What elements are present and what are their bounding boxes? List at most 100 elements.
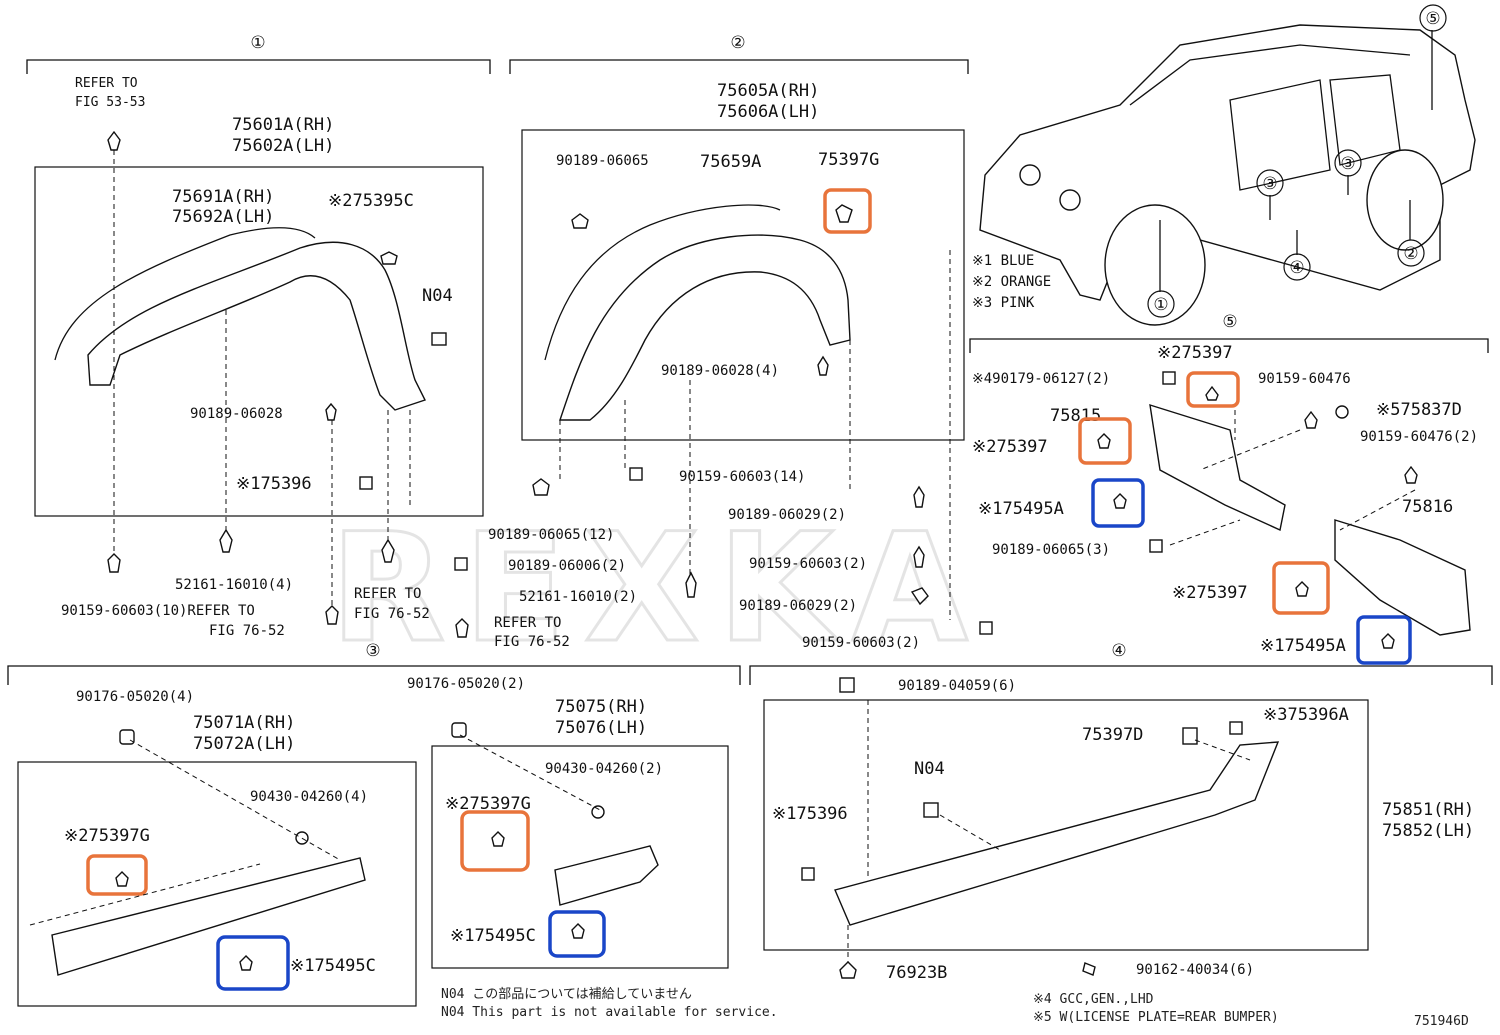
clip-icon (1162, 371, 1176, 385)
clip-icon (1229, 721, 1243, 735)
s2-part-90189-06028: 90189-06028(4) (661, 363, 779, 379)
s2-refer-label: REFER TO (494, 615, 561, 631)
s3-part-75072a: 75072A(LH) (193, 734, 295, 754)
section-4: 90189-04059(6) 75397D ※375396A N04 ※1753… (749, 665, 1493, 983)
s2-part-90189-06065: 90189-06065 (556, 153, 649, 169)
moulding-75071a (51, 857, 366, 976)
section-5: ⑤ ※275397 ※490179-06127(2) 90159-60476 7… (969, 312, 1489, 665)
front-wheel (1104, 204, 1206, 326)
vehicle-callout-1: ① (1153, 295, 1168, 315)
s1-refer-fig: FIG 53-53 (75, 95, 145, 110)
washer-icon (591, 805, 605, 819)
s4-part-90162-40034: 90162-40034(6) (1136, 962, 1254, 978)
clip-icon (451, 722, 467, 738)
section-1: ① REFER TO FIG 53-53 75601A(RH) 75602A(L… (26, 33, 491, 639)
bolt-icon (629, 467, 643, 481)
headlight (1059, 189, 1081, 211)
callout-circle (1334, 149, 1362, 177)
s4-part-75852: 75852(LH) (1382, 821, 1474, 841)
clip-icon (685, 571, 697, 598)
section-2-number: ② (730, 33, 745, 53)
highlight-orange (1272, 561, 1330, 615)
s3-part-175495c-b: ※175495C (450, 926, 536, 946)
s5-part-275397-a: ※275397 (1157, 343, 1233, 363)
legend-pink: ※3 PINK (972, 295, 1035, 311)
clip-icon (239, 955, 253, 971)
s1-part-75601a: 75601A(RH) (232, 115, 334, 135)
s2-frame (521, 129, 965, 441)
s2-part-90159-60603-b: 90159-60603(2) (802, 635, 920, 651)
highlight-blue (548, 910, 606, 958)
vehicle-callout-5: ⑤ (1425, 9, 1440, 29)
s1-part-175396: ※175396 (236, 474, 312, 494)
clip-icon (910, 587, 929, 606)
highlight-blue (216, 935, 290, 991)
s2-part-75659a: 75659A (700, 152, 761, 172)
clip-icon (1381, 633, 1395, 649)
s2-part-75606a: 75606A(LH) (717, 102, 819, 122)
clip-icon (1113, 493, 1127, 509)
callout-circle (1419, 4, 1447, 32)
s5-part-490179: ※490179-06127(2) (972, 371, 1110, 387)
s5-part-90159-60476-2: 90159-60476(2) (1360, 429, 1478, 445)
s2-part-90189-06029-a: 90189-06029(2) (728, 507, 846, 523)
s3-part-75076: 75076(LH) (555, 718, 647, 738)
clip-icon (1205, 385, 1219, 401)
s3-frame-b (431, 745, 729, 969)
s1-refer-label: REFER TO (75, 76, 138, 91)
s5-part-175495a-a: ※175495A (978, 499, 1064, 519)
rocker-panel (834, 741, 1280, 926)
bracket-75816 (1334, 519, 1471, 636)
s4-frame (763, 699, 1369, 951)
clip-icon (817, 355, 829, 376)
note-n04-en: N04 This part is not available for servi… (441, 1005, 778, 1020)
section-5-number: ⑤ (1222, 312, 1237, 332)
bolt-icon (979, 621, 993, 635)
clip-icon (359, 476, 373, 490)
s1-refer-fig-76-52b: FIG 76-52 (354, 606, 430, 622)
s3-part-275397g-b: ※275397G (445, 794, 531, 814)
section-1-number: ① (250, 33, 265, 53)
note-n04-jp: N04 この部品については補給していません (441, 987, 692, 1002)
callout-circle (1283, 253, 1311, 281)
s3-part-90430-04260-2: 90430-04260(2) (545, 761, 663, 777)
bolt-icon (1404, 465, 1418, 484)
s1-part-90159-60603: 90159-60603(10)REFER TO (61, 603, 255, 619)
vehicle-callout-3b: ③ (1340, 154, 1355, 174)
s2-part-90159-60603-a: 90159-60603(2) (749, 556, 867, 572)
s1-part-75602a: 75602A(LH) (232, 136, 334, 156)
clip-icon (454, 557, 468, 571)
clip-icon (1182, 727, 1198, 745)
s3-frame-a (17, 761, 417, 1007)
s3-part-90430-04260-4: 90430-04260(4) (250, 789, 368, 805)
s5-part-75816: 75816 (1402, 497, 1453, 517)
s2-part-90159-60603-14: 90159-60603(14) (679, 469, 805, 485)
s5-part-275397-c: ※275397 (1172, 583, 1248, 603)
s4-part-75397d: 75397D (1082, 725, 1143, 745)
s4-part-90189-04059: 90189-04059(6) (898, 678, 1016, 694)
clip-icon (1149, 539, 1163, 553)
s1-refer-label-2: REFER TO (354, 586, 421, 602)
clip-icon (839, 961, 857, 979)
diagram-id: 751946D (1414, 1014, 1469, 1029)
s2-part-90189-06065-12: 90189-06065(12) (488, 527, 614, 543)
washer-icon (1335, 405, 1349, 419)
clip-icon (381, 538, 395, 563)
vehicle-callout-4: ④ (1289, 258, 1304, 278)
clip-icon (380, 251, 398, 265)
s3-part-90176-05020-2: 90176-05020(2) (407, 676, 525, 692)
clip-icon (115, 871, 129, 887)
clip-icon (119, 729, 135, 745)
bolt-icon (455, 618, 469, 638)
watermark: REXKA (330, 502, 986, 676)
section-2: ② 75605A(RH) 75606A(LH) 90189-06065 7565… (454, 33, 993, 651)
clip-icon (835, 204, 853, 223)
vehicle-illustration: ① ② ③ ③ ④ ⑤ (979, 4, 1476, 326)
clip-icon (1097, 433, 1111, 449)
vehicle-callout-3a: ③ (1262, 174, 1277, 194)
clip-icon (107, 130, 121, 151)
clip-icon (839, 677, 855, 693)
s2-part-75605a: 75605A(RH) (717, 81, 819, 101)
highlight-orange (460, 810, 530, 872)
